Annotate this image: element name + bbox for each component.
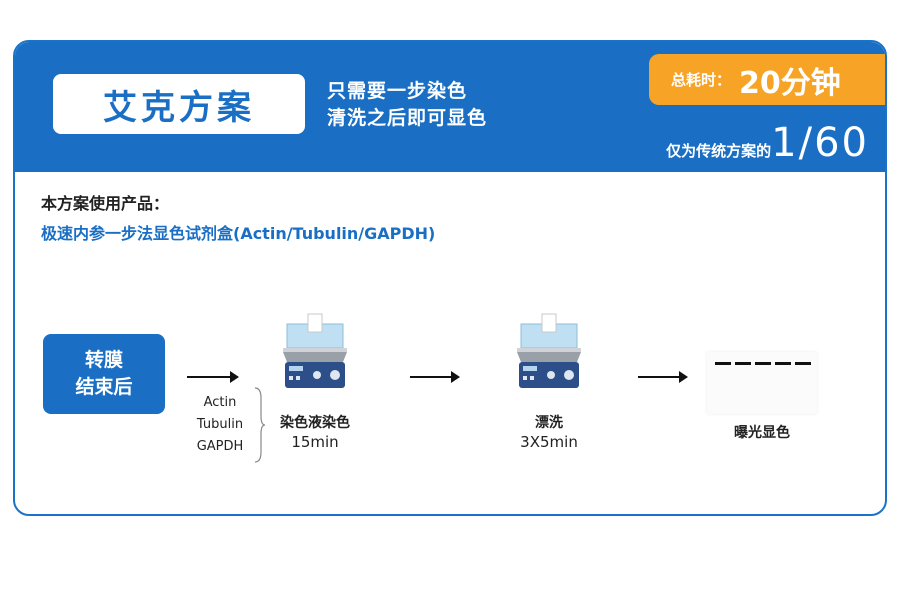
blot-band xyxy=(755,362,771,365)
step2-label: 漂洗 xyxy=(535,415,563,431)
product-label: 本方案使用产品： xyxy=(41,194,170,213)
step1-time: 15min xyxy=(291,433,339,451)
step3-text: 曝光显色 xyxy=(722,424,802,443)
blot-band xyxy=(795,362,811,365)
step2-text: 漂洗 3X5min xyxy=(499,414,599,452)
slogan-line-2: 清洗之后即可显色 xyxy=(327,107,488,129)
step1-label: 染色液染色 xyxy=(280,415,350,431)
ratio-text: 仅为传统方案的 1/60 xyxy=(666,120,869,166)
antibody-tubulin: Tubulin xyxy=(196,417,244,432)
start-line-2: 结束后 xyxy=(75,376,133,398)
shaker-icon xyxy=(283,313,347,388)
arrow-right-icon xyxy=(638,371,688,383)
start-step-box: 转膜 结束后 xyxy=(43,334,165,414)
step2-time: 3X5min xyxy=(520,433,578,451)
total-time-value: 20分钟 xyxy=(739,65,841,101)
blot-band xyxy=(715,362,731,365)
protocol-card: 艾克方案 只需要一步染色 清洗之后即可显色 总耗时： 20分钟 仅为传统方案的 … xyxy=(13,40,887,516)
step1-text: 染色液染色 15min xyxy=(265,414,365,452)
step3-label: 曝光显色 xyxy=(734,425,790,441)
ratio-value: 1/60 xyxy=(771,120,869,166)
product-name: 极速内参一步法显色试剂盒(Actin/Tubulin/GAPDH) xyxy=(41,224,436,243)
arrow-right-icon xyxy=(410,371,460,383)
antibody-gapdh: GAPDH xyxy=(196,439,244,454)
page-title: 艾克方案 xyxy=(103,87,255,128)
blot-band xyxy=(775,362,791,365)
start-line-1: 转膜 xyxy=(84,349,123,371)
title-box: 艾克方案 xyxy=(53,74,305,134)
header-banner: 艾克方案 只需要一步染色 清洗之后即可显色 总耗时： 20分钟 仅为传统方案的 … xyxy=(15,42,885,172)
total-time-badge: 总耗时： 20分钟 xyxy=(649,54,885,105)
antibody-actin: Actin xyxy=(203,395,237,410)
shaker-icon xyxy=(517,313,581,388)
antibody-list: Actin Tubulin GAPDH xyxy=(185,392,255,458)
total-time-label: 总耗时： xyxy=(671,71,732,89)
blot-membrane-icon xyxy=(707,352,817,414)
ratio-label: 仅为传统方案的 xyxy=(666,142,772,160)
slogan: 只需要一步染色 清洗之后即可显色 xyxy=(327,78,487,132)
blot-band xyxy=(735,362,751,365)
slogan-line-1: 只需要一步染色 xyxy=(327,80,468,102)
arrow-right-icon xyxy=(187,371,239,383)
brace-icon xyxy=(254,387,265,463)
